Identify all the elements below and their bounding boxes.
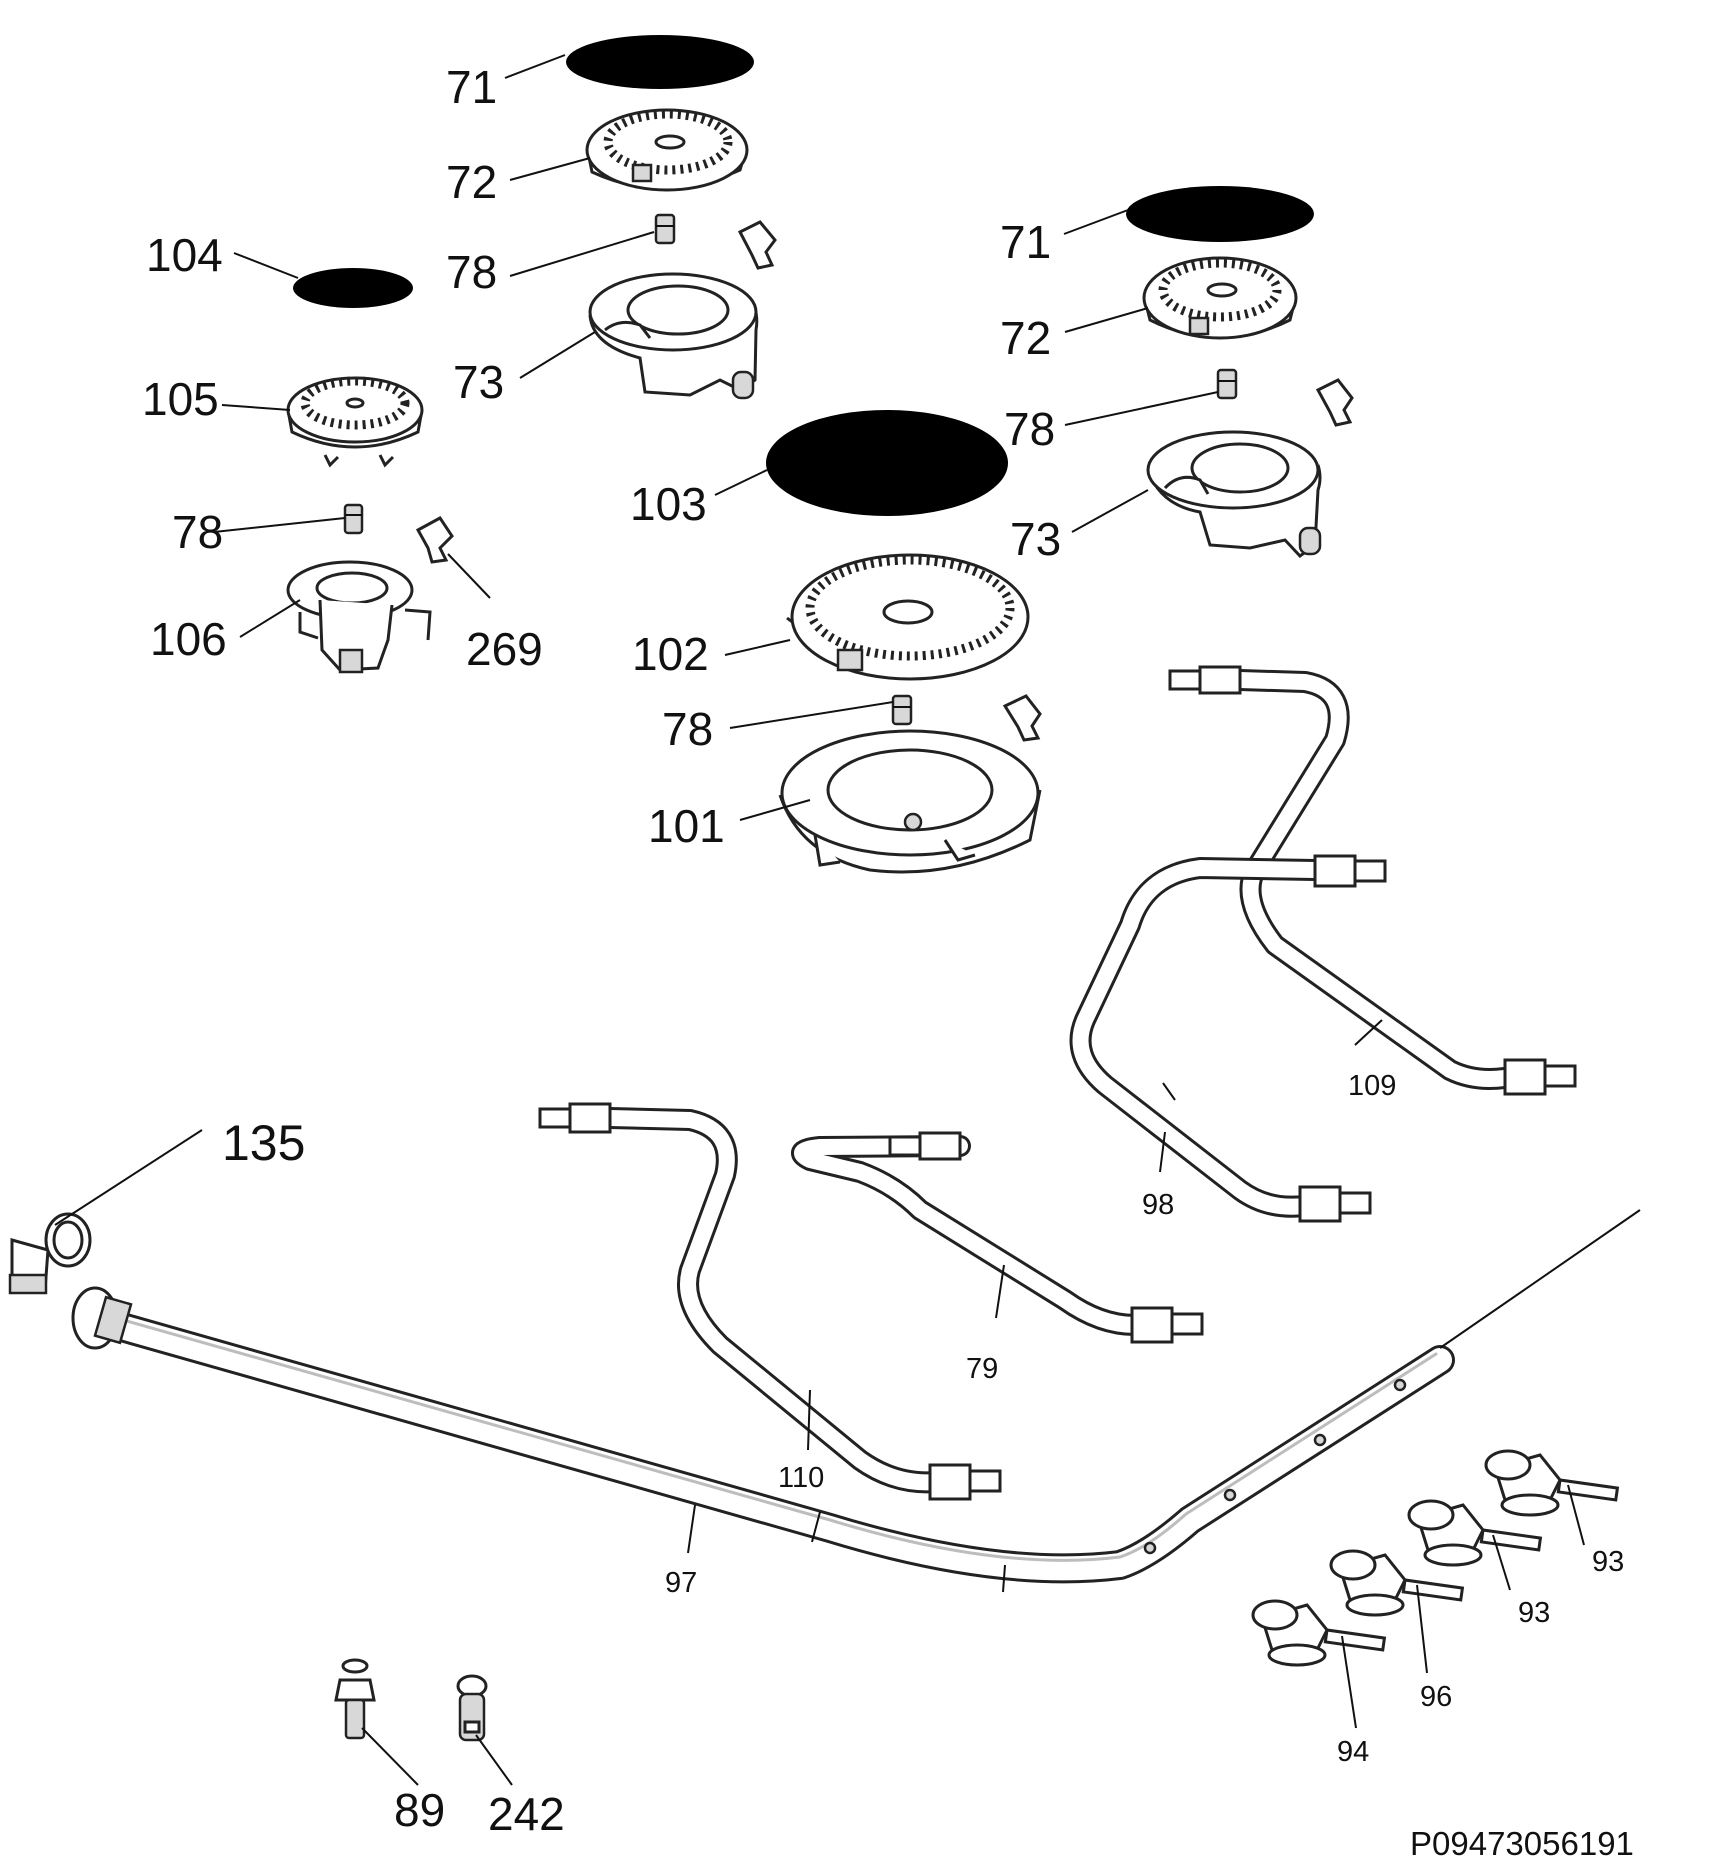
manifold-tube-97: [71, 1209, 1641, 1593]
diagram-reference-code: P09473056191: [1410, 1825, 1634, 1862]
label-73-top: 73: [453, 356, 504, 408]
gas-valve-93-top: [1484, 1449, 1620, 1517]
burner-base-73-left: [588, 272, 759, 400]
gas-valve-93-second: [1407, 1499, 1543, 1567]
label-78-right: 78: [1004, 403, 1055, 455]
injector-78-center: [891, 694, 913, 726]
label-93-second: 93: [1518, 1597, 1550, 1629]
label-71-right: 71: [1000, 216, 1051, 268]
burner-crown-102: [786, 553, 1030, 681]
label-104: 104: [146, 229, 223, 281]
injector-78-top: [654, 213, 676, 245]
gas-pipe-109: [1168, 665, 1577, 1096]
elbow-fitting-135: [8, 1212, 92, 1295]
label-73-right: 73: [1010, 513, 1061, 565]
label-110: 110: [778, 1462, 824, 1494]
burner-cap-104: [293, 268, 413, 308]
label-269: 269: [466, 623, 543, 675]
label-71-top: 71: [446, 61, 497, 113]
burner-crown-105: [286, 376, 424, 468]
gas-valve-94: [1251, 1599, 1387, 1667]
burner-base-106: [286, 560, 432, 674]
label-89: 89: [394, 1784, 445, 1836]
gas-pipe-79: [791, 1131, 1204, 1344]
fitting-242: [456, 1674, 488, 1742]
burner-crown-72-left: [585, 108, 749, 192]
burner-cap-71-left: [566, 35, 754, 89]
burner-base-73-right: [1146, 430, 1322, 558]
label-106: 106: [150, 613, 227, 665]
electrode-top: [737, 220, 777, 270]
label-72-top: 72: [446, 156, 497, 208]
label-102: 102: [632, 628, 709, 680]
electrode-269: [415, 516, 454, 564]
gas-pipe-110: [538, 1102, 1002, 1501]
label-78-center: 78: [662, 703, 713, 755]
label-135: 135: [222, 1115, 305, 1171]
electrode-center: [1002, 694, 1042, 742]
burner-base-101: [778, 729, 1042, 874]
label-242: 242: [488, 1788, 565, 1840]
electrode-right: [1315, 378, 1354, 427]
label-101: 101: [648, 800, 725, 852]
burner-cap-71-right: [1126, 186, 1314, 242]
label-79: 79: [966, 1353, 998, 1385]
label-109: 109: [1348, 1070, 1396, 1102]
label-72-right: 72: [1000, 312, 1051, 364]
injector-78-small: [343, 503, 364, 535]
label-78-top: 78: [446, 246, 497, 298]
burner-crown-72-right: [1142, 256, 1298, 340]
injector-78-right: [1216, 368, 1238, 400]
label-103: 103: [630, 478, 707, 530]
label-97: 97: [665, 1567, 697, 1599]
label-94: 94: [1337, 1736, 1369, 1768]
label-98: 98: [1142, 1189, 1174, 1221]
label-78-small: 78: [172, 506, 223, 558]
label-96: 96: [1420, 1681, 1452, 1713]
leader-lines: [54, 54, 1585, 1786]
burner-cap-103: [766, 410, 1008, 516]
part-labels: 71 72 78 73 104 105 78 106 269 71 72 78 …: [142, 61, 1624, 1840]
gas-pipe-98: [1069, 854, 1387, 1223]
label-93-top: 93: [1592, 1546, 1624, 1578]
fitting-89: [334, 1658, 376, 1740]
label-105: 105: [142, 373, 219, 425]
gas-valve-96: [1329, 1549, 1465, 1617]
